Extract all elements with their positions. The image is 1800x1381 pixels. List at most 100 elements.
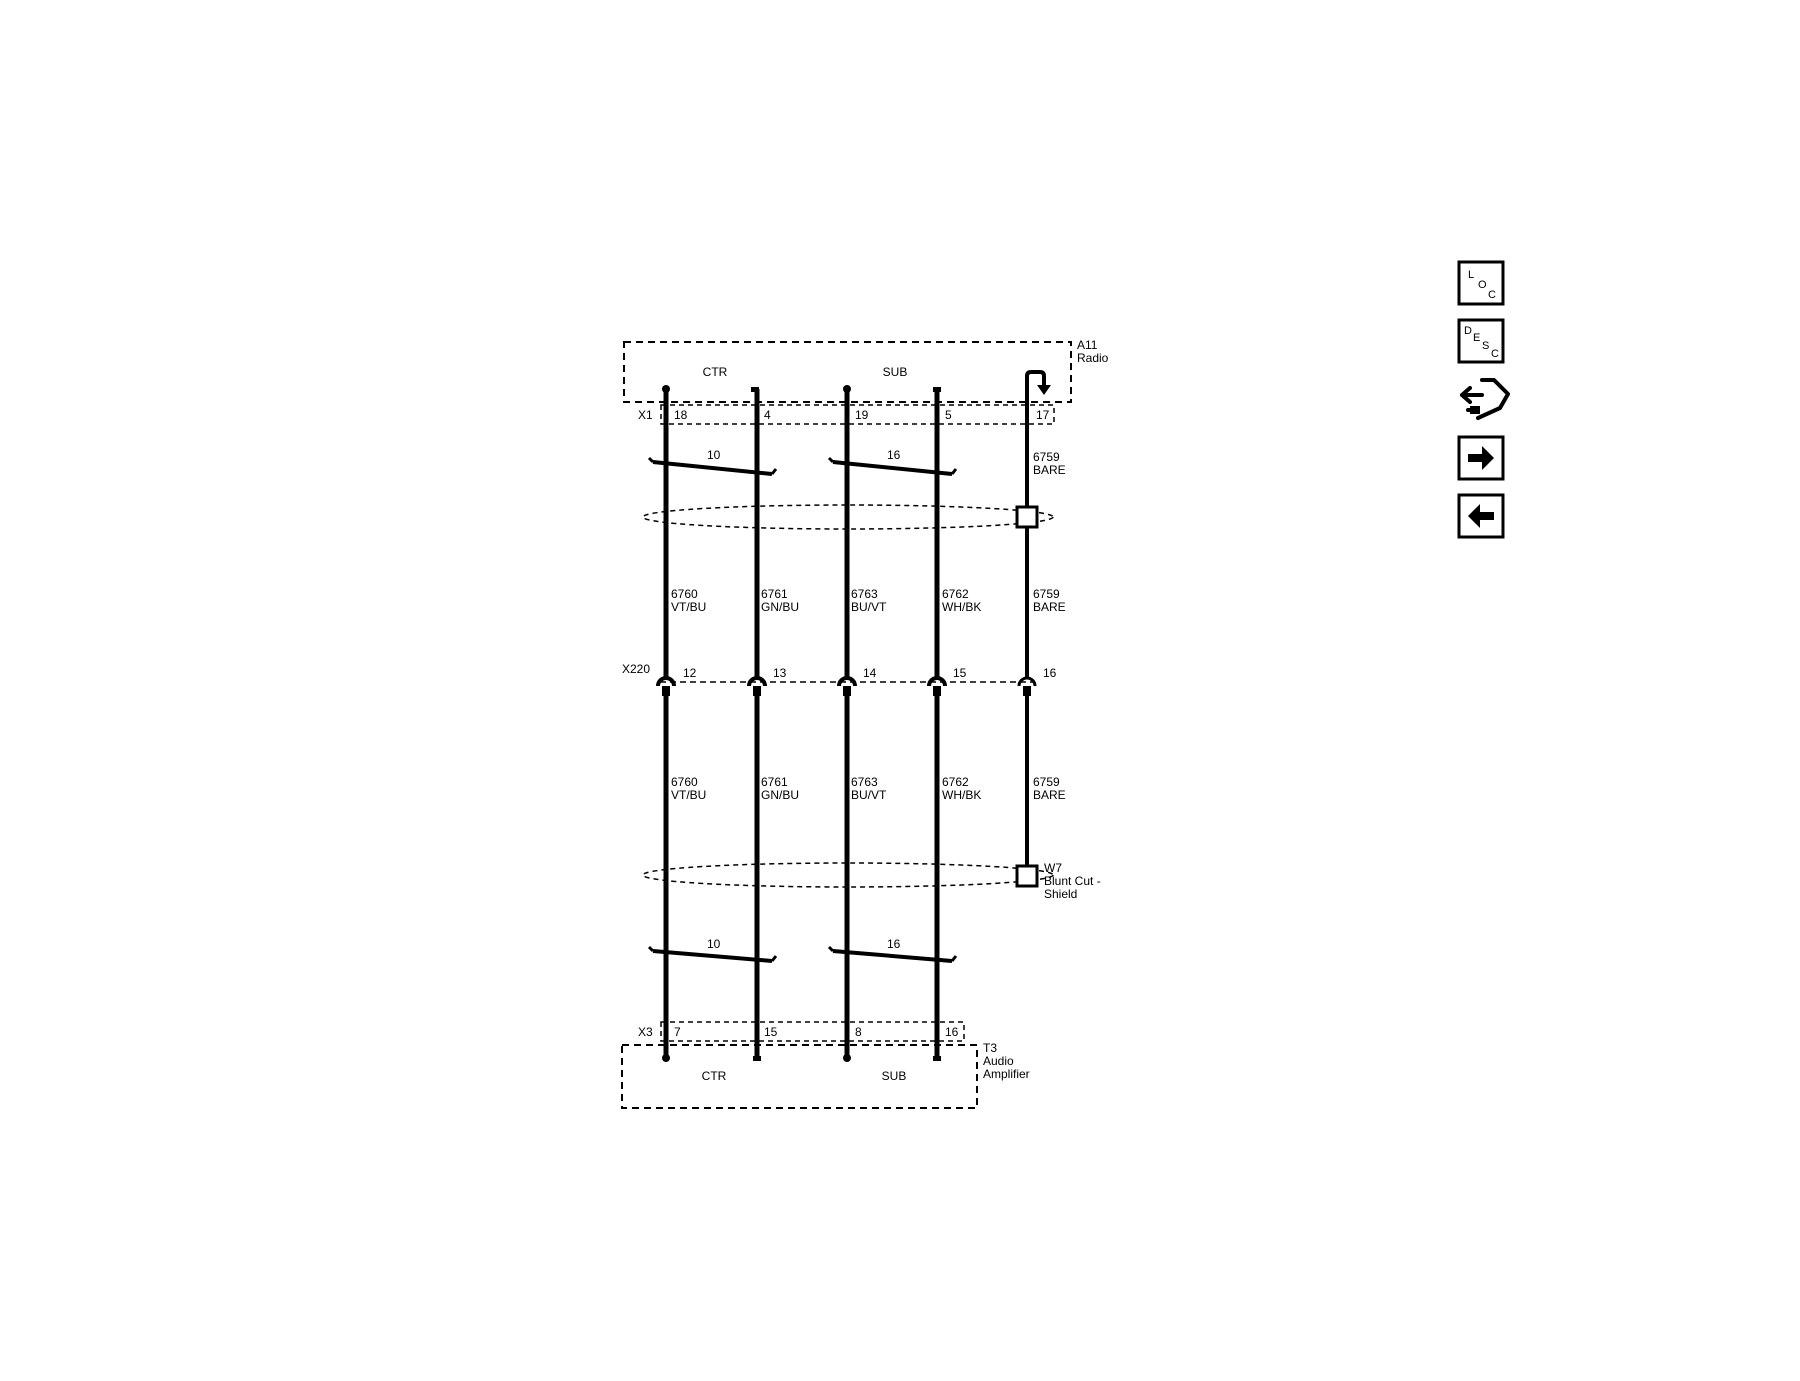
connector-icon-plug [1470, 406, 1480, 414]
loc-button[interactable]: L O C [1457, 260, 1505, 306]
polarity-minus-mark [753, 1056, 761, 1061]
twist-bar [832, 460, 953, 476]
amplifier-name-line2: Amplifier [983, 1067, 1030, 1081]
shield-label-w7: W7 [1044, 861, 1062, 875]
x3-pin-label: 8 [855, 1025, 862, 1039]
x1-pin-label: 19 [855, 408, 869, 422]
x220-terminal [927, 676, 947, 696]
shield-blunt-cut-box [1015, 864, 1039, 888]
x220-pin-label: 13 [773, 666, 787, 680]
wire-color-label: VT/BU [671, 788, 706, 802]
x220-pin-label: 16 [1043, 666, 1057, 680]
radio-name: Radio [1077, 351, 1109, 365]
shield-splice [1015, 505, 1039, 529]
x3-pin-label: 16 [945, 1025, 959, 1039]
drain-wire-arrowhead [1037, 385, 1051, 395]
twist-label: 10 [707, 937, 721, 951]
x1-pin-label: 4 [764, 408, 771, 422]
x220-pin-label: 12 [683, 666, 697, 680]
connector-icon [1460, 378, 1510, 420]
shield-label-shield: Shield [1044, 887, 1077, 901]
wire-circuit-label: 6763 [851, 775, 878, 789]
drain-color-label: BARE [1033, 788, 1066, 802]
x220-connector-label: X220 [622, 662, 650, 676]
desc-letter: D [1464, 325, 1472, 337]
shield-label-blunt-cut: Blunt Cut - [1044, 874, 1101, 888]
polarity-plus-mark [843, 1054, 851, 1062]
wire-circuit-label: 6761 [761, 587, 788, 601]
twist-bar-end [827, 945, 958, 962]
x3-pin-label: 15 [764, 1025, 778, 1039]
loc-letter: C [1488, 289, 1496, 301]
drain-circuit-label: 6759 [1033, 587, 1060, 601]
wire-color-label: BU/VT [851, 788, 887, 802]
shield-ellipse [642, 504, 1054, 530]
amplifier-name-line1: Audio [983, 1054, 1014, 1068]
x1-connector-label: X1 [638, 408, 653, 422]
desc-letter: E [1473, 332, 1480, 344]
desc-letter: S [1482, 340, 1489, 352]
twist-bar-end [647, 456, 778, 475]
back-button[interactable] [1457, 493, 1505, 539]
connector-icon-button[interactable] [1460, 378, 1510, 420]
x3-pin-label: 7 [674, 1025, 681, 1039]
x1-connector-box [660, 404, 1055, 425]
drain-color-label: BARE [1033, 600, 1066, 614]
left-arrow-icon [1468, 504, 1494, 528]
amplifier-module-box [621, 1044, 978, 1109]
x220-pin-label: 14 [863, 666, 877, 680]
wire-circuit-label: 6761 [761, 775, 788, 789]
desc-letter: C [1491, 348, 1499, 360]
twist-bar-end [647, 945, 778, 962]
loc-letter: O [1478, 279, 1487, 291]
twist-bar-end [827, 456, 958, 475]
x220-terminal [656, 676, 676, 696]
shield-ellipse [642, 862, 1054, 888]
twist-bar [652, 460, 773, 476]
radio-module-box [623, 341, 1072, 403]
wire-circuit-label: 6763 [851, 587, 878, 601]
radio-sub-label: SUB [883, 365, 908, 379]
polarity-minus-mark [933, 1056, 941, 1061]
x1-pin-label: 18 [674, 408, 688, 422]
x3-connector-label: X3 [638, 1025, 653, 1039]
wire-color-label: GN/BU [761, 600, 799, 614]
wire-circuit-label: 6762 [942, 587, 969, 601]
radio-ctr-label: CTR [703, 365, 728, 379]
twist-label: 10 [707, 448, 721, 462]
twist-label: 16 [887, 448, 901, 462]
x220-terminal [747, 676, 767, 696]
wire-color-label: GN/BU [761, 788, 799, 802]
x3-connector-box [660, 1021, 965, 1042]
drain-wire-upper [1025, 370, 1046, 678]
drain-circuit-label: 6759 [1033, 775, 1060, 789]
x1-pin-label: 17 [1036, 408, 1050, 422]
amplifier-sub-label: SUB [882, 1069, 907, 1083]
wire-color-label: VT/BU [671, 600, 706, 614]
loc-letter: L [1468, 269, 1474, 281]
wire-color-label: BU/VT [851, 600, 887, 614]
x1-pin-label: 5 [945, 408, 952, 422]
radio-designator: A11 [1077, 338, 1098, 352]
twist-bar [832, 949, 953, 963]
right-arrow-icon [1468, 446, 1494, 470]
drain-color-label: BARE [1033, 463, 1066, 477]
drain-circuit-label: 6759 [1033, 450, 1060, 464]
wire-circuit-label: 6762 [942, 775, 969, 789]
x220-pin-label: 15 [953, 666, 967, 680]
amplifier-designator: T3 [983, 1041, 997, 1055]
x220-terminal [1017, 676, 1037, 696]
wire-color-label: WH/BK [942, 600, 981, 614]
polarity-plus-mark [662, 1054, 670, 1062]
twist-bar [652, 949, 773, 963]
wire-circuit-label: 6760 [671, 587, 698, 601]
x220-terminal [837, 676, 857, 696]
desc-button[interactable]: D E S C [1457, 318, 1505, 364]
twist-label: 16 [887, 937, 901, 951]
amplifier-ctr-label: CTR [702, 1069, 727, 1083]
wire-circuit-label: 6760 [671, 775, 698, 789]
wire-color-label: WH/BK [942, 788, 981, 802]
next-button[interactable] [1457, 435, 1505, 481]
